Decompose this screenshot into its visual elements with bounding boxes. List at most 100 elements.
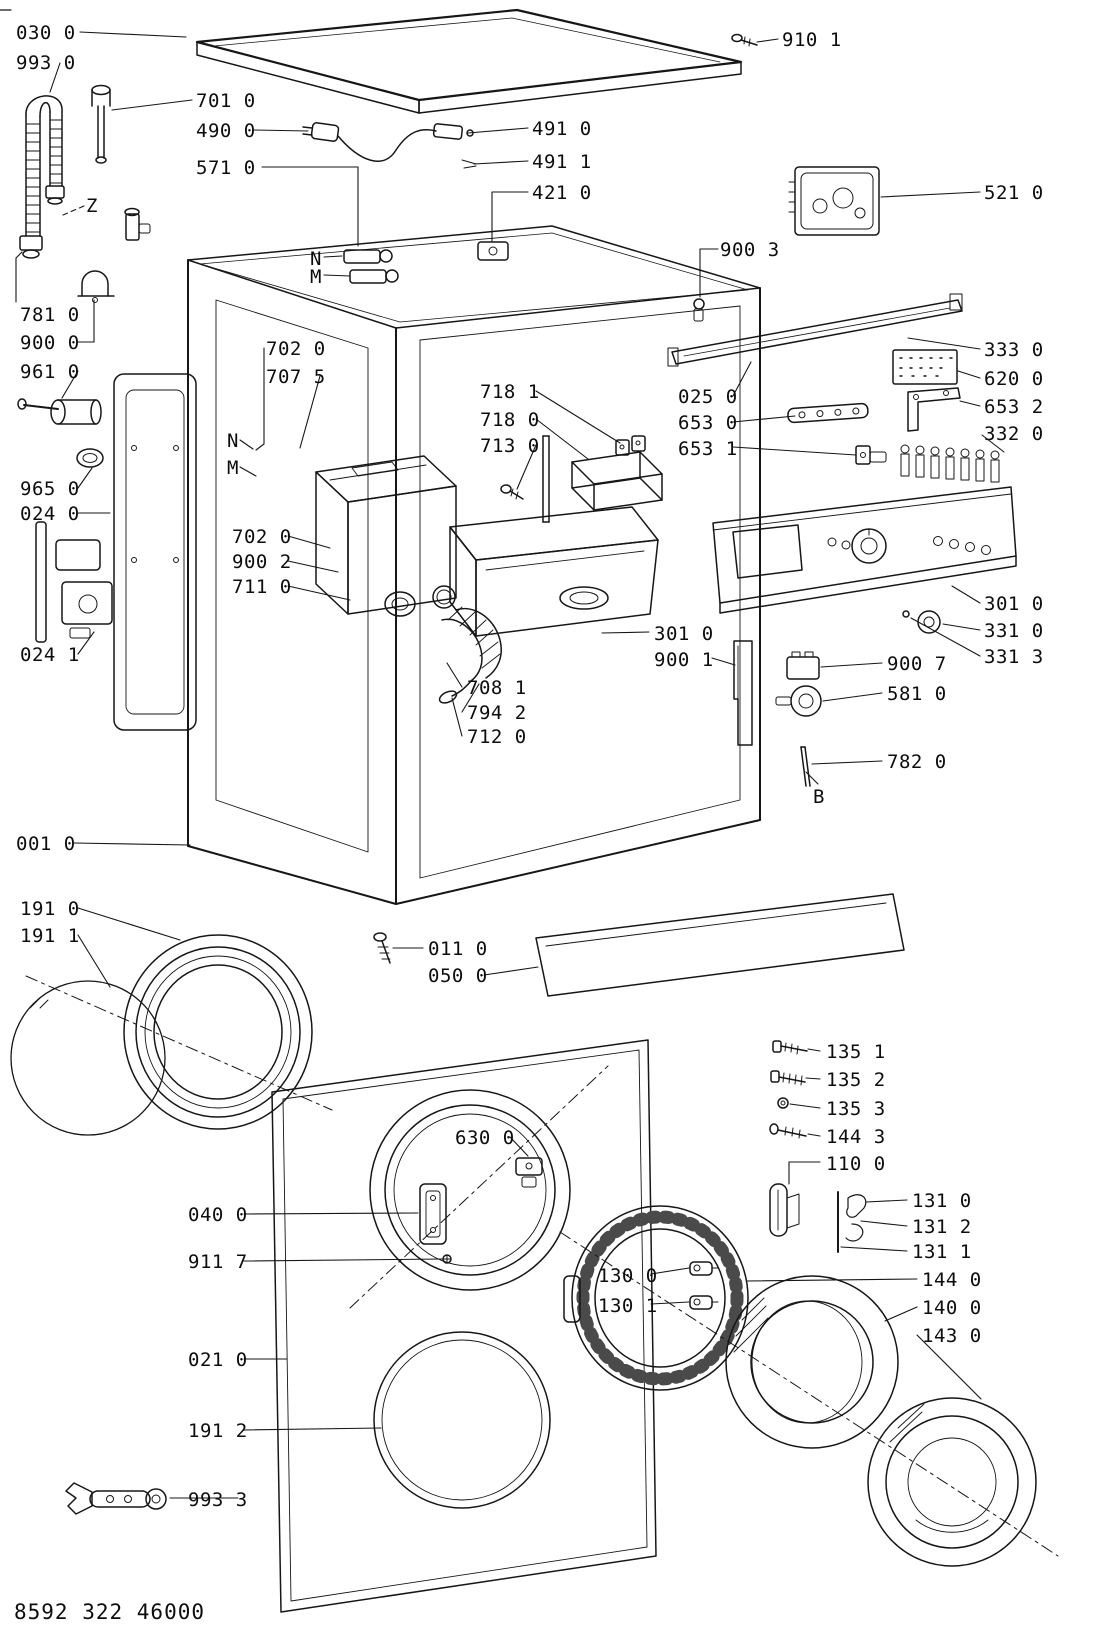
part-label-333-0: 333 0 bbox=[984, 339, 1044, 361]
screw-011-part bbox=[373, 932, 391, 964]
front-panel-part bbox=[271, 1039, 657, 1613]
mains-cable-part bbox=[302, 122, 477, 169]
part-label-581-0: 581 0 bbox=[887, 683, 947, 705]
part-label-030-0: 030 0 bbox=[16, 22, 76, 44]
board-620-part bbox=[892, 349, 958, 385]
part-label-900-2: 900 2 bbox=[232, 551, 292, 573]
part-label-707-5: 707 5 bbox=[266, 366, 326, 388]
part-label-571-0: 571 0 bbox=[196, 157, 256, 179]
door-lock-630-part bbox=[515, 1157, 543, 1188]
coil-row-part bbox=[900, 444, 1000, 483]
part-label-131-0: 131 0 bbox=[912, 1190, 972, 1212]
part-label-131-1: 131 1 bbox=[912, 1241, 972, 1263]
part-label-491-1: 491 1 bbox=[532, 151, 592, 173]
door-glass-143-part bbox=[867, 1397, 1037, 1567]
wire-label-z: Z bbox=[86, 195, 98, 217]
door-frame-part bbox=[563, 1205, 749, 1391]
part-label-130-1: 130 1 bbox=[598, 1295, 658, 1317]
control-module-part bbox=[788, 166, 880, 236]
part-label-301-0-panel: 301 0 bbox=[984, 593, 1044, 615]
gasket-965-part bbox=[76, 448, 104, 468]
part-label-713-0: 713 0 bbox=[480, 435, 540, 457]
leader-lines bbox=[15, 31, 1005, 1499]
wire-label-b: B bbox=[813, 786, 825, 808]
wire-label-n-valve: N bbox=[310, 248, 322, 270]
part-label-718-1: 718 1 bbox=[480, 381, 540, 403]
bracket-900-1-part bbox=[733, 640, 753, 746]
switch-900-7-part bbox=[786, 651, 820, 680]
hinge-pins-130-part bbox=[689, 1261, 719, 1310]
part-label-701-0: 701 0 bbox=[196, 90, 256, 112]
part-label-702-0-upper: 702 0 bbox=[266, 338, 326, 360]
part-label-331-3: 331 3 bbox=[984, 646, 1044, 668]
bracket-653-2-part bbox=[907, 387, 961, 432]
part-label-421-0: 421 0 bbox=[532, 182, 592, 204]
wire-label-m-mid: M bbox=[227, 457, 239, 479]
part-label-781-0: 781 0 bbox=[20, 304, 80, 326]
door-lock-024-part bbox=[35, 521, 113, 643]
cross-rail-part bbox=[667, 293, 963, 367]
wire-label-m-valve: M bbox=[310, 266, 322, 288]
part-label-191-0: 191 0 bbox=[20, 898, 80, 920]
side-door-part bbox=[113, 373, 197, 731]
door-hinge-pin-part bbox=[17, 398, 102, 425]
part-label-050-0: 050 0 bbox=[428, 965, 488, 987]
part-label-011-0: 011 0 bbox=[428, 938, 488, 960]
part-label-961-0: 961 0 bbox=[20, 361, 80, 383]
dispenser-housing-part bbox=[315, 455, 457, 617]
part-label-702-0-lower: 702 0 bbox=[232, 526, 292, 548]
part-label-191-2: 191 2 bbox=[188, 1420, 248, 1442]
part-label-712-0: 712 0 bbox=[467, 726, 527, 748]
fill-hose-part bbox=[19, 95, 65, 259]
part-label-025-0: 025 0 bbox=[678, 386, 738, 408]
part-label-910-1: 910 1 bbox=[782, 29, 842, 51]
detergent-drawer-part bbox=[449, 506, 659, 637]
suppressor-part bbox=[477, 241, 509, 261]
lever-131-part bbox=[837, 1191, 867, 1253]
part-label-521-0: 521 0 bbox=[984, 182, 1044, 204]
part-label-653-1: 653 1 bbox=[678, 438, 738, 460]
part-label-332-0: 332 0 bbox=[984, 423, 1044, 445]
door-ring-140-part bbox=[725, 1275, 899, 1449]
screw-910-icon bbox=[731, 33, 758, 47]
tray-clips-part bbox=[615, 435, 646, 456]
hinge-040-part bbox=[419, 1183, 447, 1245]
clip-900-3-part bbox=[693, 298, 705, 322]
part-label-110-0: 110 0 bbox=[826, 1153, 886, 1175]
channel-strip-part bbox=[542, 435, 550, 523]
part-label-782-0: 782 0 bbox=[887, 751, 947, 773]
part-label-144-0: 144 0 bbox=[922, 1269, 982, 1291]
part-label-040-0: 040 0 bbox=[188, 1204, 248, 1226]
clamp-wire-part bbox=[10, 980, 166, 1136]
part-label-620-0: 620 0 bbox=[984, 368, 1044, 390]
screws-135-part bbox=[769, 1040, 808, 1139]
part-label-140-0: 140 0 bbox=[922, 1297, 982, 1319]
part-label-911-7: 911 7 bbox=[188, 1251, 248, 1273]
part-label-024-1: 024 1 bbox=[20, 644, 80, 666]
top-lid-part bbox=[195, 8, 743, 114]
service-tool-part bbox=[65, 1482, 167, 1515]
part-label-021-0: 021 0 bbox=[188, 1349, 248, 1371]
part-label-143-0: 143 0 bbox=[922, 1325, 982, 1347]
part-label-191-1: 191 1 bbox=[20, 925, 80, 947]
part-label-630-0: 630 0 bbox=[455, 1127, 515, 1149]
part-label-001-0: 001 0 bbox=[16, 833, 76, 855]
base-plate-part bbox=[535, 893, 905, 997]
part-label-993-0: 993 0 bbox=[16, 52, 76, 74]
part-label-144-3: 144 3 bbox=[826, 1126, 886, 1148]
part-label-653-0: 653 0 bbox=[678, 412, 738, 434]
part-label-993-3: 993 3 bbox=[188, 1489, 248, 1511]
screw-911-part bbox=[442, 1254, 452, 1264]
part-label-135-1: 135 1 bbox=[826, 1041, 886, 1063]
terminal-strip-part bbox=[787, 402, 869, 424]
part-label-900-0: 900 0 bbox=[20, 332, 80, 354]
drain-hose-part bbox=[432, 585, 502, 704]
part-label-711-0: 711 0 bbox=[232, 576, 292, 598]
part-label-718-0: 718 0 bbox=[480, 409, 540, 431]
inlet-pipe-part bbox=[91, 84, 111, 164]
part-label-900-7: 900 7 bbox=[887, 653, 947, 675]
part-label-965-0: 965 0 bbox=[20, 478, 80, 500]
door-gasket-part bbox=[123, 934, 313, 1130]
pressure-switch-part bbox=[775, 685, 822, 717]
